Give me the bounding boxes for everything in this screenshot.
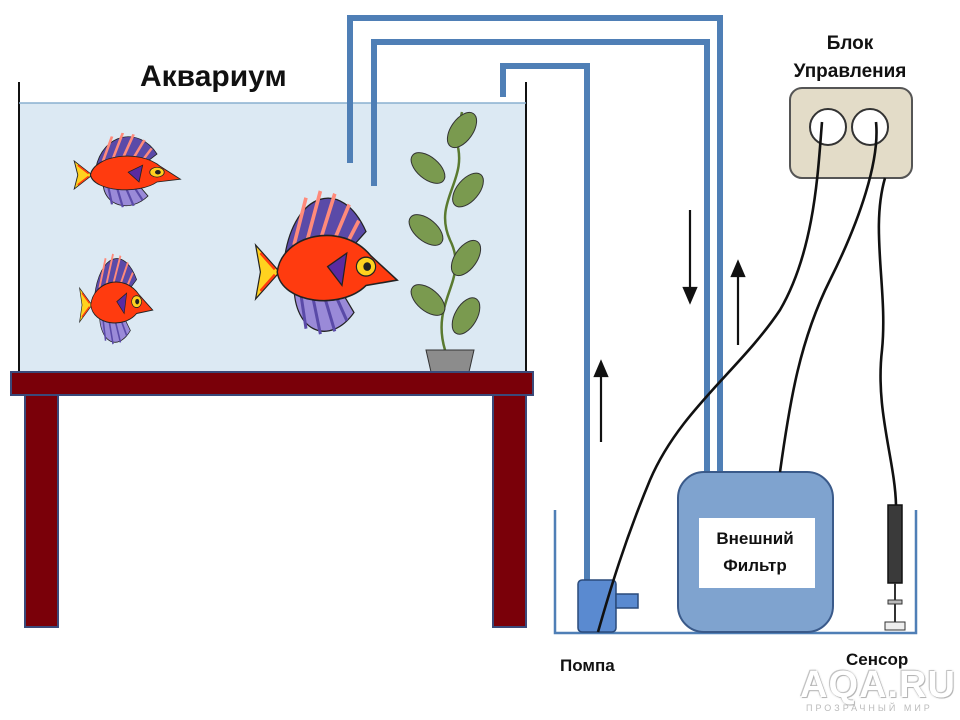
table-leg-left xyxy=(24,394,59,628)
control-unit-label: Блок Управления xyxy=(780,30,920,86)
filter-label: Внешний Фильтр xyxy=(700,525,810,579)
pump-icon xyxy=(577,579,639,633)
watermark-logo: AQA.RU xyxy=(800,664,956,706)
sensor-icon xyxy=(884,504,906,631)
cable-filter xyxy=(778,121,878,473)
cable-pump xyxy=(596,121,824,633)
aquarium-title: Аквариум xyxy=(140,60,287,93)
control-unit-box xyxy=(789,87,913,179)
pipes xyxy=(347,15,723,580)
cable-sensor xyxy=(877,177,898,506)
control-socket-right xyxy=(851,108,889,146)
plant-icon xyxy=(408,111,484,351)
control-socket-left xyxy=(809,108,847,146)
table-leg-right xyxy=(492,394,527,628)
control-unit-label-line1: Блок xyxy=(826,33,874,54)
pipe-filter-inlet xyxy=(371,39,710,472)
plant-pot xyxy=(425,349,475,373)
filter-label-line2: Фильтр xyxy=(723,556,787,575)
watermark-tagline: ПРОЗРАЧНЫЙ МИР xyxy=(806,703,933,713)
pipe-filter-outlet xyxy=(347,15,723,472)
filter-label-line1: Внешний xyxy=(716,529,794,548)
pipe-pump xyxy=(500,63,590,580)
pump-label: Помпа xyxy=(560,656,615,675)
flow-arrows xyxy=(593,210,746,442)
filter-label-box xyxy=(699,518,815,588)
control-unit-label-line2: Управления xyxy=(793,61,907,82)
table-top xyxy=(10,371,534,396)
cables xyxy=(596,121,898,633)
sensor-label: Сенсор xyxy=(846,650,909,669)
